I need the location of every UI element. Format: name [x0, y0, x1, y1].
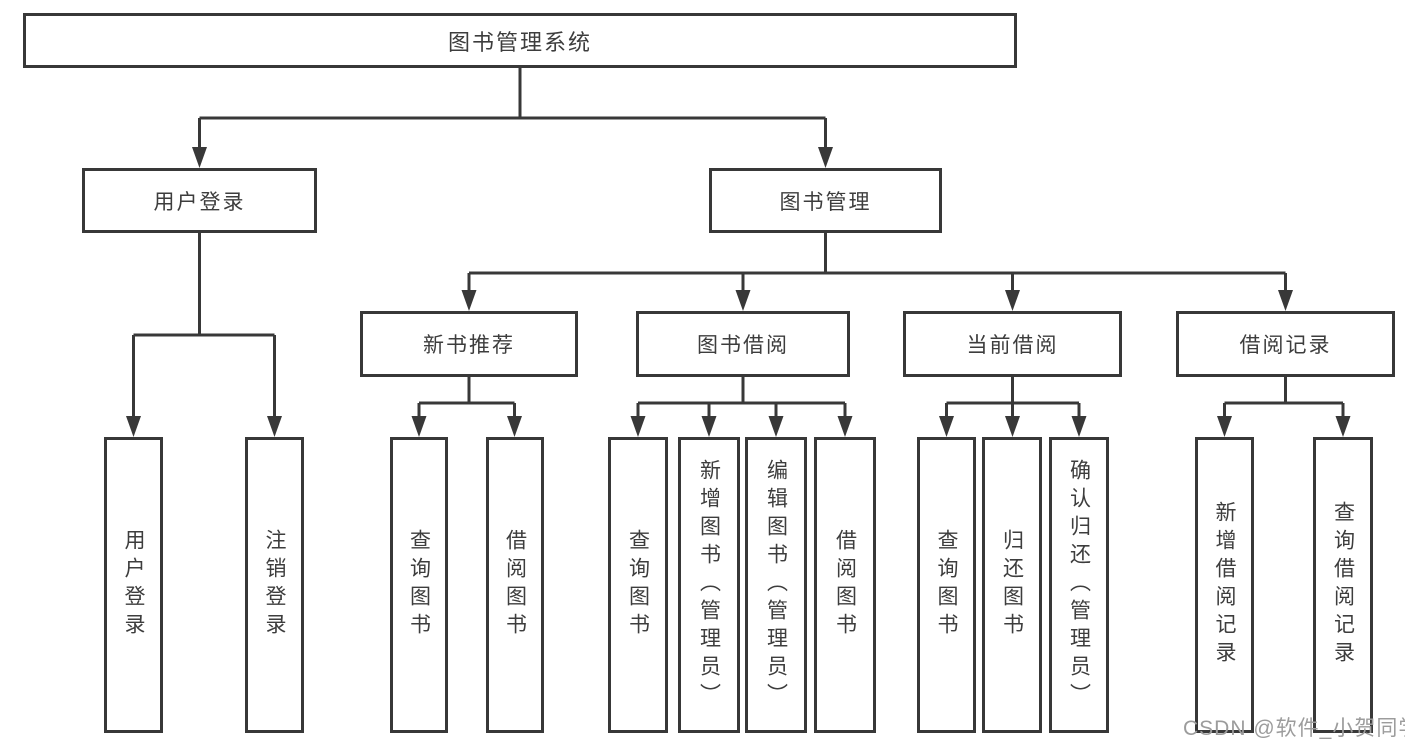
leaf-bb-edit-book: 编辑图书（管理员） [745, 437, 807, 733]
leaf-cb-query-book-label: 查询图书 [935, 529, 958, 641]
leaf-cb-return-book-label: 归还图书 [1000, 529, 1024, 641]
leaf-bb-edit-book-label: 编辑图书（管理员） [764, 459, 788, 711]
leaf-cb-confirm-return-label: 确认归还（管理员） [1067, 459, 1091, 711]
leaf-cb-query-book: 查询图书 [917, 437, 976, 733]
csdn-watermark: CSDN @软件_小贺同学 [1183, 717, 1405, 740]
node-borrow-record: 借阅记录 [1176, 311, 1395, 377]
leaf-nb-query-book: 查询图书 [390, 437, 448, 733]
node-book-mgmt: 图书管理 [709, 168, 942, 233]
leaf-logout: 注销登录 [245, 437, 304, 733]
leaf-br-add-record: 新增借阅记录 [1195, 437, 1254, 733]
node-book-borrow: 图书借阅 [636, 311, 850, 377]
node-user-login-label: 用户登录 [153, 190, 246, 214]
node-book-mgmt-label: 图书管理 [779, 190, 872, 214]
node-book-borrow-label: 图书借阅 [697, 334, 789, 357]
leaf-br-query-record-label: 查询借阅记录 [1331, 501, 1355, 669]
leaf-login-label: 用户登录 [122, 529, 145, 641]
leaf-br-add-record-label: 新增借阅记录 [1213, 501, 1236, 669]
leaf-bb-add-book: 新增图书（管理员） [678, 437, 740, 733]
node-root-label: 图书管理系统 [447, 29, 592, 55]
node-user-login: 用户登录 [82, 168, 317, 233]
node-new-book-label: 新书推荐 [423, 334, 515, 357]
leaf-bb-query-book: 查询图书 [608, 437, 668, 733]
leaf-nb-borrow-book: 借阅图书 [486, 437, 544, 733]
leaf-cb-return-book: 归还图书 [982, 437, 1042, 733]
node-current-borrow: 当前借阅 [903, 311, 1122, 377]
leaf-logout-label: 注销登录 [263, 529, 286, 641]
node-new-book: 新书推荐 [360, 311, 578, 377]
leaf-br-query-record: 查询借阅记录 [1313, 437, 1373, 733]
node-borrow-record-label: 借阅记录 [1239, 334, 1332, 357]
leaf-bb-borrow-book-label: 借阅图书 [833, 529, 857, 641]
leaf-bb-add-book-label: 新增图书（管理员） [697, 459, 721, 711]
leaf-bb-borrow-book: 借阅图书 [814, 437, 876, 733]
node-current-borrow-label: 当前借阅 [966, 334, 1059, 357]
leaf-nb-query-book-label: 查询图书 [407, 529, 431, 641]
leaf-cb-confirm-return: 确认归还（管理员） [1049, 437, 1109, 733]
leaf-nb-borrow-book-label: 借阅图书 [503, 529, 527, 641]
node-root: 图书管理系统 [23, 13, 1017, 68]
leaf-bb-query-book-label: 查询图书 [626, 529, 650, 641]
leaf-login: 用户登录 [104, 437, 163, 733]
